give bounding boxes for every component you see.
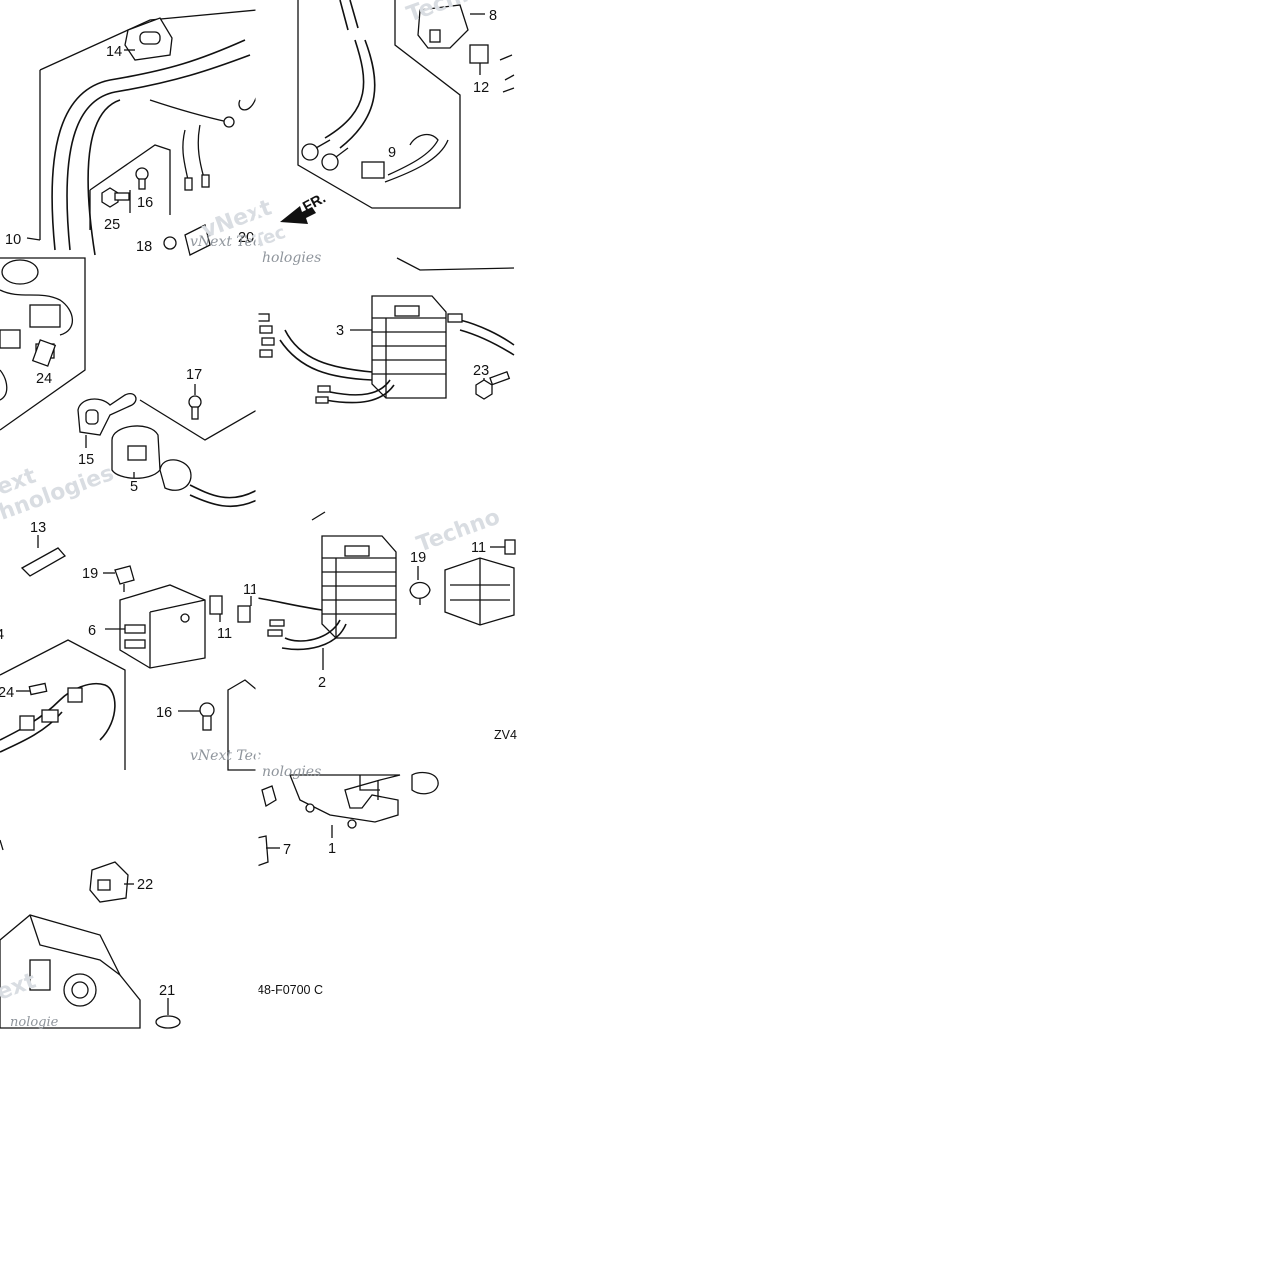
callout-10: 10	[5, 232, 21, 248]
watermark-w10: nologies	[262, 764, 321, 780]
callout-11c: 11	[471, 540, 486, 556]
part-screw-16	[135, 167, 149, 190]
part-bolt-23	[475, 371, 511, 400]
callout-19a: 19	[82, 566, 98, 582]
part-fuse-box-6	[119, 584, 206, 669]
callout-4: 4	[0, 627, 4, 643]
callout-20: 20	[238, 230, 254, 246]
part-holder-15	[77, 393, 137, 436]
tile-lower-right: 2 19 11 ZV4 Techno	[256, 505, 517, 742]
part-band-9	[361, 133, 449, 183]
part-screw-17	[188, 395, 202, 420]
tile-bottom-left: 22 21 ext nologie	[0, 839, 181, 1030]
callout-7: 7	[283, 842, 291, 858]
callout-24a: 24	[36, 371, 52, 387]
watermark-w12: nologie	[10, 1015, 59, 1030]
callout-3: 3	[336, 323, 344, 339]
callout-21: 21	[159, 983, 175, 999]
callout-5: 5	[130, 479, 138, 495]
tile-lower-left: 13 19 6 11 11 4	[0, 520, 261, 771]
part-clip-19a	[114, 565, 135, 592]
callout-12: 12	[473, 80, 489, 96]
tile-bottom-right: 1 7 48-F0700 C nologies	[256, 764, 439, 997]
part-grommet-21	[155, 1015, 181, 1029]
callout-14: 14	[106, 44, 122, 60]
part-bracket-8	[417, 4, 469, 49]
part-grommet-14	[124, 17, 173, 61]
callout-17: 17	[186, 367, 202, 383]
part-regulator-2	[256, 535, 397, 651]
callout-8: 8	[489, 8, 497, 24]
callout-16a: 16	[137, 195, 153, 211]
part-bracket-main	[0, 914, 141, 1029]
callout-23: 23	[473, 363, 489, 379]
tile-top-right: 9 8 12 FR. Techno hologies Tec	[251, 0, 515, 266]
callout-11b: 11	[243, 582, 258, 598]
part-clip-11a	[209, 595, 223, 615]
callout-1: 1	[328, 841, 336, 857]
part-fuse-24a	[31, 339, 57, 367]
callout-9: 9	[388, 145, 396, 161]
watermark-w8: Techno	[414, 505, 504, 558]
part-nut-18	[163, 236, 177, 250]
watermark-w9: vNext Tec	[190, 234, 261, 250]
tile-mid-right: 3 23	[256, 257, 515, 521]
tile-top-left: 14 25 16 10 18 20 vNext vNext Tec	[5, 9, 276, 256]
part-fuse-13	[20, 547, 67, 577]
callout-2: 2	[318, 675, 326, 691]
part-regulator-3	[279, 295, 447, 404]
part-bolt-25	[101, 187, 130, 208]
part-fuse-block	[444, 557, 515, 626]
callout-24b: 24	[0, 685, 14, 701]
part-bracket-1	[289, 774, 401, 829]
diagram-code-left: 48-F0700 C	[257, 983, 323, 997]
diagram-code-right: ZV4	[494, 728, 517, 742]
part-relay-22	[89, 861, 129, 903]
tile-mid-left: 24 15 5 17 ext hnologies	[0, 257, 258, 526]
callout-18: 18	[136, 239, 152, 255]
callout-15: 15	[78, 452, 94, 468]
part-connector-12	[469, 44, 489, 75]
callout-13: 13	[30, 520, 46, 536]
callout-19b: 19	[410, 550, 426, 566]
callout-6: 6	[88, 623, 96, 639]
callout-22: 22	[137, 877, 153, 893]
callout-16b: 16	[156, 705, 172, 721]
part-clip-19b	[409, 581, 431, 605]
callout-11a: 11	[217, 626, 232, 642]
callout-25: 25	[104, 217, 120, 233]
part-fuse-24b	[28, 682, 48, 696]
part-connector-5	[111, 425, 258, 508]
watermark-w9b: vNext Tec	[190, 748, 261, 764]
watermark-w4: hologies	[262, 250, 321, 266]
part-screw-16b	[199, 702, 215, 731]
part-clip-11b	[237, 605, 251, 623]
direction-arrow	[280, 206, 316, 224]
part-terminals-3	[256, 313, 331, 404]
